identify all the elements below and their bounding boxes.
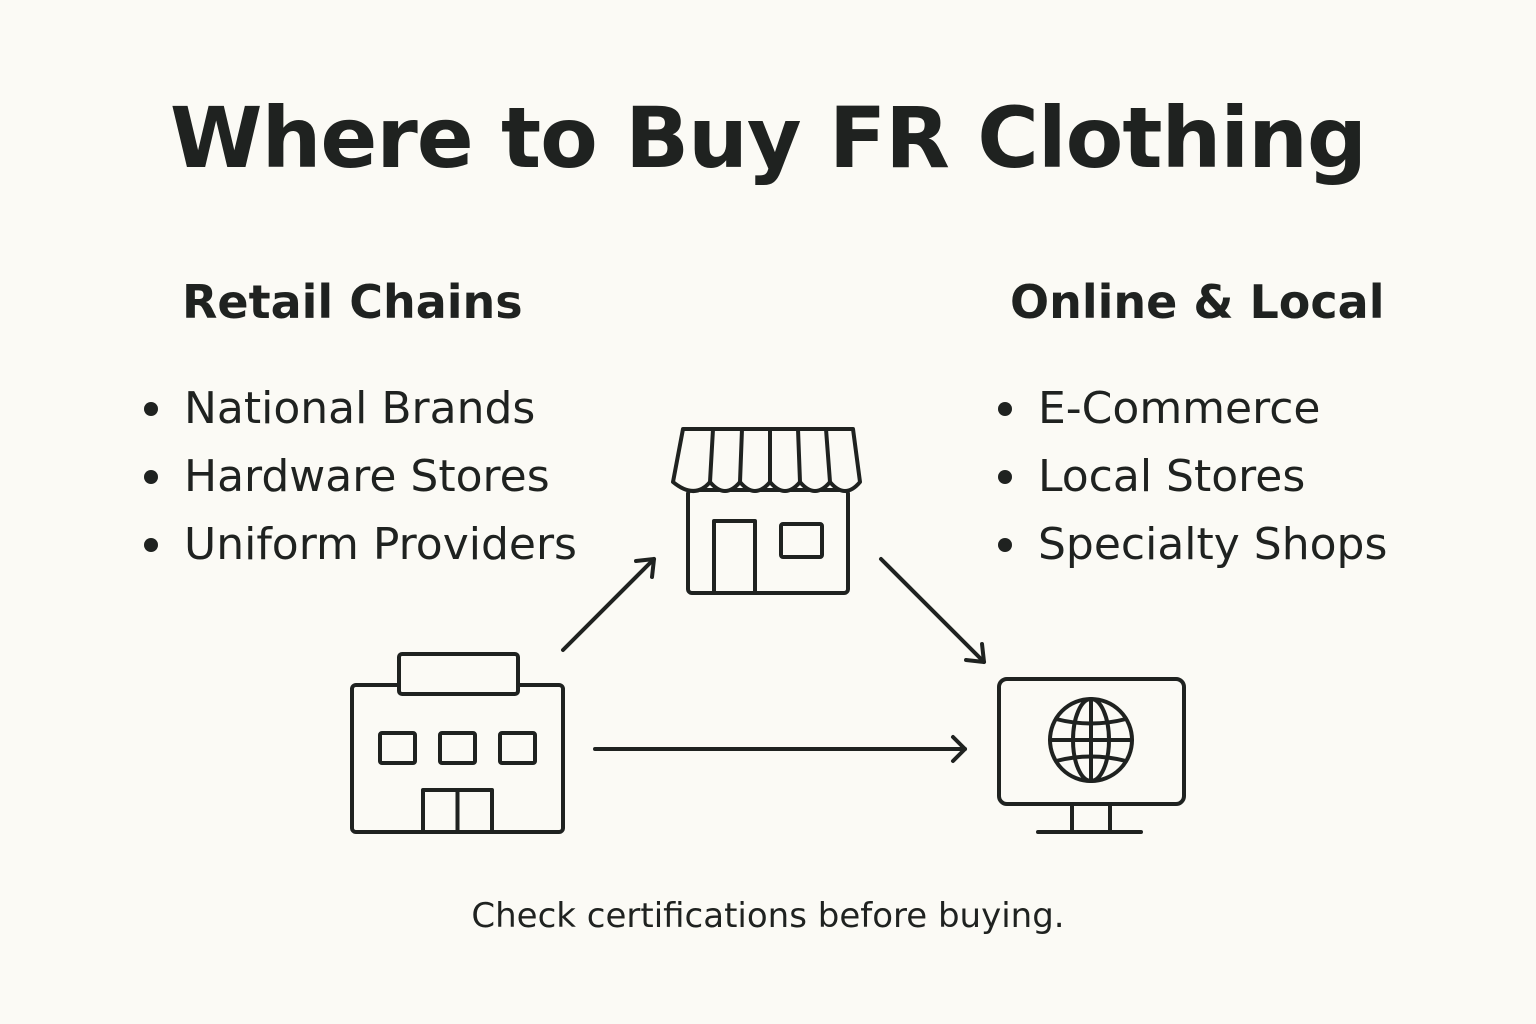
list-item-label: Specialty Shops: [1038, 519, 1388, 570]
bullet-dot-icon: [144, 470, 158, 484]
bullet-dot-icon: [144, 538, 158, 552]
online-local-heading: Online & Local: [1010, 275, 1385, 329]
list-item: Hardware Stores: [140, 450, 577, 518]
arrow-store-to-monitor: [879, 557, 986, 664]
list-item: Uniform Providers: [140, 518, 577, 586]
bullet-dot-icon: [998, 538, 1012, 552]
list-item: National Brands: [140, 382, 577, 450]
bullet-dot-icon: [998, 470, 1012, 484]
bullet-dot-icon: [998, 402, 1012, 416]
retail-chains-list: National Brands Hardware Stores Uniform …: [140, 382, 577, 586]
bullet-dot-icon: [144, 402, 158, 416]
retail-chains-heading: Retail Chains: [182, 275, 523, 329]
list-item-label: Hardware Stores: [184, 451, 550, 502]
list-item: E-Commerce: [994, 382, 1387, 450]
online-local-list: E-Commerce Local Stores Specialty Shops: [994, 382, 1387, 586]
arrow-building-to-monitor: [593, 735, 967, 763]
office-building-icon: [350, 652, 565, 834]
list-item-label: Uniform Providers: [184, 519, 577, 570]
list-item-label: National Brands: [184, 383, 536, 434]
list-item: Local Stores: [994, 450, 1387, 518]
globe-monitor-icon: [997, 677, 1186, 834]
list-item-label: Local Stores: [1038, 451, 1306, 502]
list-item: Specialty Shops: [994, 518, 1387, 586]
list-item-label: E-Commerce: [1038, 383, 1321, 434]
page-title: Where to Buy FR Clothing: [169, 89, 1367, 187]
footer-note: Check certifications before buying.: [471, 896, 1065, 936]
storefront-icon: [671, 427, 862, 595]
